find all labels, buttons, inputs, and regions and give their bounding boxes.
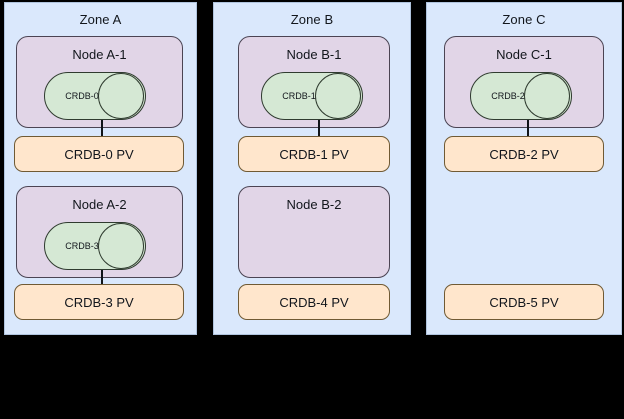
persistent-volume-label: CRDB-2 PV	[489, 146, 559, 162]
crdb-pod[interactable]: CRDB-3	[44, 222, 146, 270]
crdb-pod[interactable]: CRDB-2	[470, 72, 572, 120]
pod-to-pv-connector	[318, 120, 320, 136]
node-label: Node B-2	[286, 197, 342, 212]
database-cylinder-icon	[44, 222, 146, 270]
persistent-volume-box[interactable]: CRDB-1 PV	[238, 136, 390, 172]
pod-to-pv-connector	[101, 120, 103, 136]
node-label: Node C-1	[496, 47, 552, 62]
node-box[interactable]: Node B-2	[238, 186, 390, 278]
zone-label: Zone A	[79, 12, 122, 27]
persistent-volume-box[interactable]: CRDB-5 PV	[444, 284, 604, 320]
database-cylinder-icon	[44, 72, 146, 120]
persistent-volume-label: CRDB-4 PV	[279, 294, 349, 310]
persistent-volume-label: CRDB-3 PV	[64, 294, 134, 310]
crdb-pod[interactable]: CRDB-0	[44, 72, 146, 120]
node-label: Node B-1	[286, 47, 342, 62]
persistent-volume-label: CRDB-0 PV	[64, 146, 134, 162]
database-cylinder-icon	[470, 72, 572, 120]
persistent-volume-label: CRDB-1 PV	[279, 146, 349, 162]
pod-to-pv-connector	[101, 270, 103, 284]
pod-to-pv-connector	[527, 120, 529, 136]
persistent-volume-box[interactable]: CRDB-0 PV	[14, 136, 184, 172]
persistent-volume-box[interactable]: CRDB-4 PV	[238, 284, 390, 320]
persistent-volume-box[interactable]: CRDB-2 PV	[444, 136, 604, 172]
node-label: Node A-1	[72, 47, 127, 62]
persistent-volume-label: CRDB-5 PV	[489, 294, 559, 310]
node-label: Node A-2	[72, 197, 127, 212]
crdb-pod[interactable]: CRDB-1	[261, 72, 363, 120]
persistent-volume-box[interactable]: CRDB-3 PV	[14, 284, 184, 320]
zone-label: Zone C	[502, 12, 546, 27]
zone-label: Zone B	[290, 12, 334, 27]
database-cylinder-icon	[261, 72, 363, 120]
